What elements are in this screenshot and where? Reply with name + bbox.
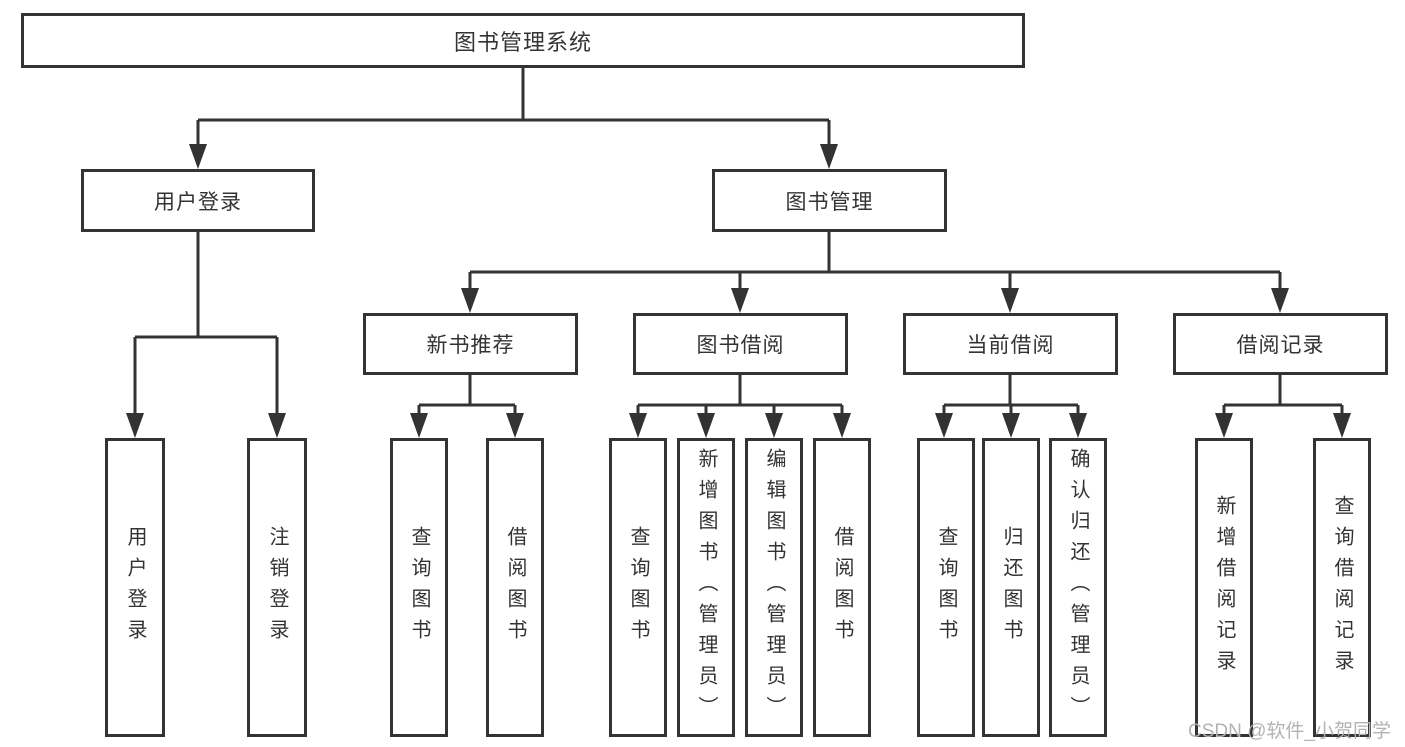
leaf-borrow-borrow-books: 借阅图书	[813, 438, 871, 737]
arrowhead-record	[1271, 288, 1289, 313]
arrowhead-newbook	[461, 288, 479, 313]
node-label: 借阅图书	[831, 525, 853, 650]
node-label: 确认归还（管理员）	[1067, 448, 1089, 727]
arrowhead-leaf6	[697, 413, 715, 438]
leaf-borrow-edit-books-admin: 编辑图书（管理员）	[745, 438, 803, 737]
node-label: 新书推荐	[426, 334, 515, 357]
arrowhead-leaf1	[126, 413, 144, 438]
watermark-text: CSDN @软件_小贺同学	[1188, 721, 1391, 742]
leaf-current-confirm-return-admin: 确认归还（管理员）	[1049, 438, 1107, 737]
node-label: 图书借阅	[696, 334, 785, 357]
arrowhead-borrow	[731, 288, 749, 313]
arrowhead-leaf11	[1069, 413, 1087, 438]
leaf-newbook-borrow-books: 借阅图书	[486, 438, 544, 737]
leaf-user-login: 用户登录	[105, 438, 165, 737]
node-borrow-records: 借阅记录	[1173, 313, 1388, 375]
node-label: 查询借阅记录	[1331, 494, 1353, 681]
node-label: 图书管理	[785, 190, 874, 214]
arrowhead-current	[1001, 288, 1019, 313]
arrowhead-leaf12	[1215, 413, 1233, 438]
node-label: 注销登录	[266, 525, 288, 650]
node-current-borrow: 当前借阅	[903, 313, 1118, 375]
arrowhead-leaf7	[765, 413, 783, 438]
leaf-current-return-books: 归还图书	[982, 438, 1040, 737]
node-label: 归还图书	[1000, 525, 1022, 650]
arrowhead-leaf8	[833, 413, 851, 438]
node-label: 新增借阅记录	[1213, 494, 1235, 681]
leaf-borrow-query-books: 查询图书	[609, 438, 667, 737]
arrowhead-leaf13	[1333, 413, 1351, 438]
node-library-management-system: 图书管理系统	[21, 13, 1025, 68]
leaf-borrow-add-books-admin: 新增图书（管理员）	[677, 438, 735, 737]
arrowhead-leaf5	[629, 413, 647, 438]
node-label: 借阅图书	[504, 525, 526, 650]
arrowhead-book-mgmt	[820, 144, 838, 169]
leaf-record-query-borrow-record: 查询借阅记录	[1313, 438, 1371, 737]
leaf-record-add-borrow-record: 新增借阅记录	[1195, 438, 1253, 737]
node-label: 编辑图书（管理员）	[763, 448, 785, 727]
node-label: 借阅记录	[1236, 334, 1325, 357]
node-label: 用户登录	[124, 525, 146, 650]
node-label: 查询图书	[627, 525, 649, 650]
arrowhead-leaf2	[268, 413, 286, 438]
node-label: 新增图书（管理员）	[695, 448, 717, 727]
leaf-newbook-query-books: 查询图书	[390, 438, 448, 737]
arrowhead-leaf9	[935, 413, 953, 438]
node-label: 查询图书	[935, 525, 957, 650]
arrowhead-leaf4	[506, 413, 524, 438]
node-label: 用户登录	[154, 190, 242, 214]
arrowhead-leaf3	[410, 413, 428, 438]
node-label: 当前借阅	[966, 334, 1055, 357]
arrowhead-user-login	[189, 144, 207, 169]
arrowhead-leaf10	[1002, 413, 1020, 438]
node-label: 图书管理系统	[453, 29, 592, 55]
node-book-borrow: 图书借阅	[633, 313, 848, 375]
leaf-current-query-books: 查询图书	[917, 438, 975, 737]
leaf-logout: 注销登录	[247, 438, 307, 737]
node-label: 查询图书	[408, 525, 430, 650]
node-new-book-recommend: 新书推荐	[363, 313, 578, 375]
node-book-management: 图书管理	[712, 169, 947, 232]
node-user-login: 用户登录	[81, 169, 315, 232]
